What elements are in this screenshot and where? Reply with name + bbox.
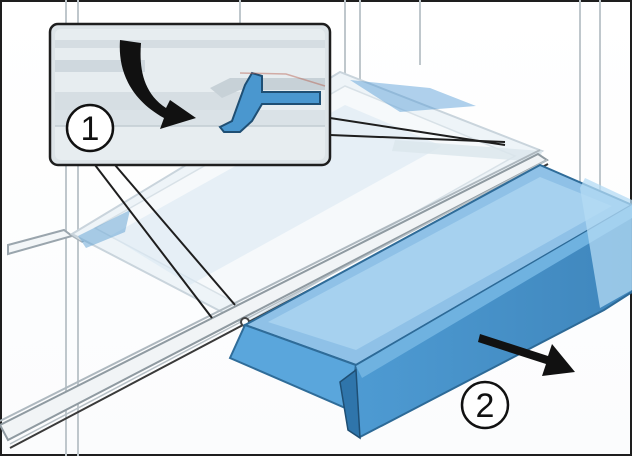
step-1-label: 1 bbox=[81, 110, 100, 148]
step-2-label: 2 bbox=[476, 387, 495, 425]
pull-out-arrow-icon bbox=[478, 334, 575, 376]
front-shelf-rail bbox=[0, 149, 549, 449]
curved-arrow-icon bbox=[119, 40, 196, 129]
clip-detail-callout: 1 bbox=[48, 22, 332, 167]
crisper-drawer bbox=[228, 163, 632, 440]
step-2-marker: 2 bbox=[460, 380, 510, 430]
release-clip-icon bbox=[218, 71, 326, 133]
callout-leader-lines bbox=[94, 117, 506, 319]
step-1-marker: 1 bbox=[65, 103, 115, 153]
